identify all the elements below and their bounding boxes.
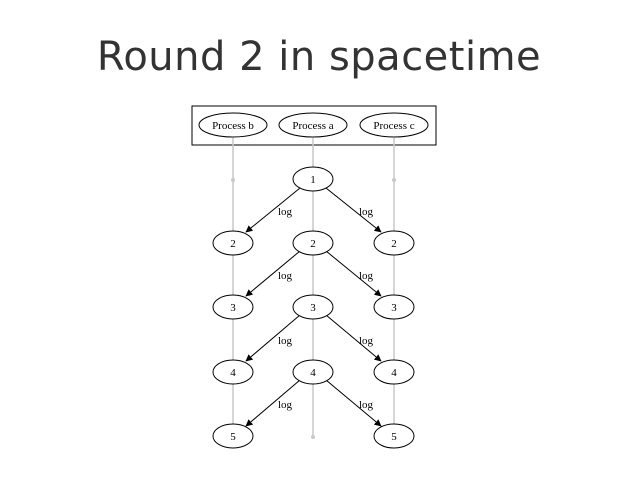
process-c-label: Process c [373,120,414,132]
process-c-header: Process c [359,112,429,138]
svg-text:5: 5 [391,431,397,443]
edge-label: log [278,399,293,411]
svg-text:4: 4 [310,367,316,379]
node-a-1: 1 [292,166,334,192]
edge-label: log [359,270,374,282]
node-c-2: 2 [373,230,415,256]
node-a-3: 3 [292,294,334,320]
process-a-header: Process a [278,112,348,138]
node-c-4: 4 [373,359,415,385]
svg-text:2: 2 [230,238,236,250]
edge-a1-c2 [325,187,382,233]
edge-label: log [359,335,374,347]
node-a-4: 4 [292,359,334,385]
lifeline-end-dot [311,435,315,439]
svg-text:3: 3 [230,302,236,314]
process-header-box [191,105,437,146]
node-a-2: 2 [292,230,334,256]
node-c-5: 5 [373,423,415,449]
edge-label: log [359,206,374,218]
edge-a3-b4 [245,314,301,362]
edge-label: log [278,270,293,282]
node-b-3: 3 [212,294,254,320]
edge-a4-c5 [325,379,382,427]
edge-a2-b3 [245,250,301,297]
lifeline-dot [231,178,235,182]
svg-text:1: 1 [310,174,316,186]
process-a-label: Process a [292,120,333,132]
slide-title: Round 2 in spacetime [96,34,542,80]
svg-text:4: 4 [230,367,236,379]
edge-a1-b2 [245,187,301,233]
edge-a2-c3 [325,250,382,297]
node-c-3: 3 [373,294,415,320]
edge-a3-c4 [325,314,382,362]
svg-text:3: 3 [391,302,397,314]
svg-text:4: 4 [391,367,397,379]
edge-label: log [278,206,293,218]
edge-label: log [359,399,374,411]
node-b-4: 4 [212,359,254,385]
svg-text:5: 5 [230,431,236,443]
svg-text:2: 2 [310,238,316,250]
process-b-label: Process b [212,120,254,132]
svg-text:3: 3 [310,302,316,314]
edge-label: log [278,335,293,347]
node-b-5: 5 [212,423,254,449]
edge-a4-b5 [245,379,301,427]
svg-text:2: 2 [391,238,397,250]
process-b-header: Process b [198,112,268,138]
lifeline-dot [392,178,396,182]
node-b-2: 2 [212,230,254,256]
